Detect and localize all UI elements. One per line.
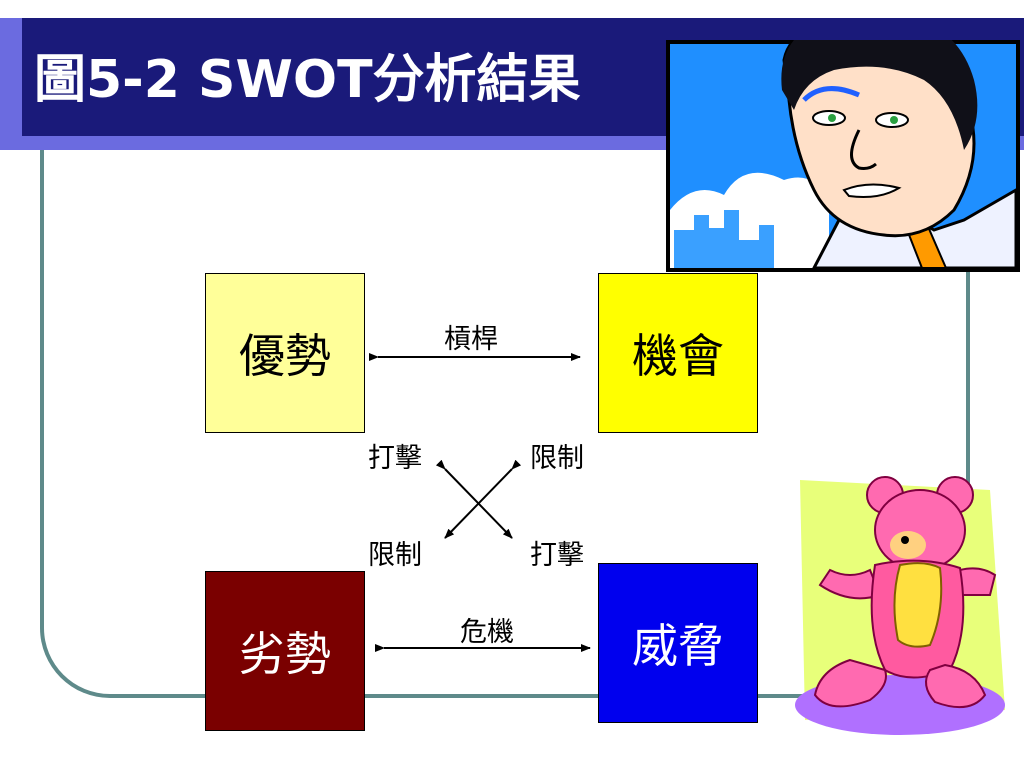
crisis-label: 危機 [460, 617, 514, 648]
strengths-label: 優勢 [239, 329, 331, 383]
teddy-bear-clipart [795, 476, 1005, 735]
leverage-label: 槓桿 [444, 324, 498, 355]
strike-label-upper: 打擊 [368, 443, 422, 474]
content-frame [40, 150, 970, 698]
cross-arrow-2 [444, 459, 522, 539]
opportunities-box: 機會 [598, 273, 758, 433]
title-bar-accent [0, 18, 22, 136]
opportunities-label: 機會 [632, 329, 724, 383]
threats-box: 威脅 [598, 563, 758, 723]
slide-title: 圖5-2 SWOT分析結果 [34, 50, 581, 110]
limit-label-upper: 限制 [530, 443, 584, 474]
businessman-clipart [666, 40, 1020, 272]
strengths-box: 優勢 [205, 273, 365, 433]
weaknesses-label: 劣勢 [239, 627, 331, 681]
weaknesses-box: 劣勢 [205, 571, 365, 731]
limit-label-lower: 限制 [368, 540, 422, 571]
threats-label: 威脅 [632, 619, 724, 673]
strike-label-lower: 打擊 [530, 540, 584, 571]
